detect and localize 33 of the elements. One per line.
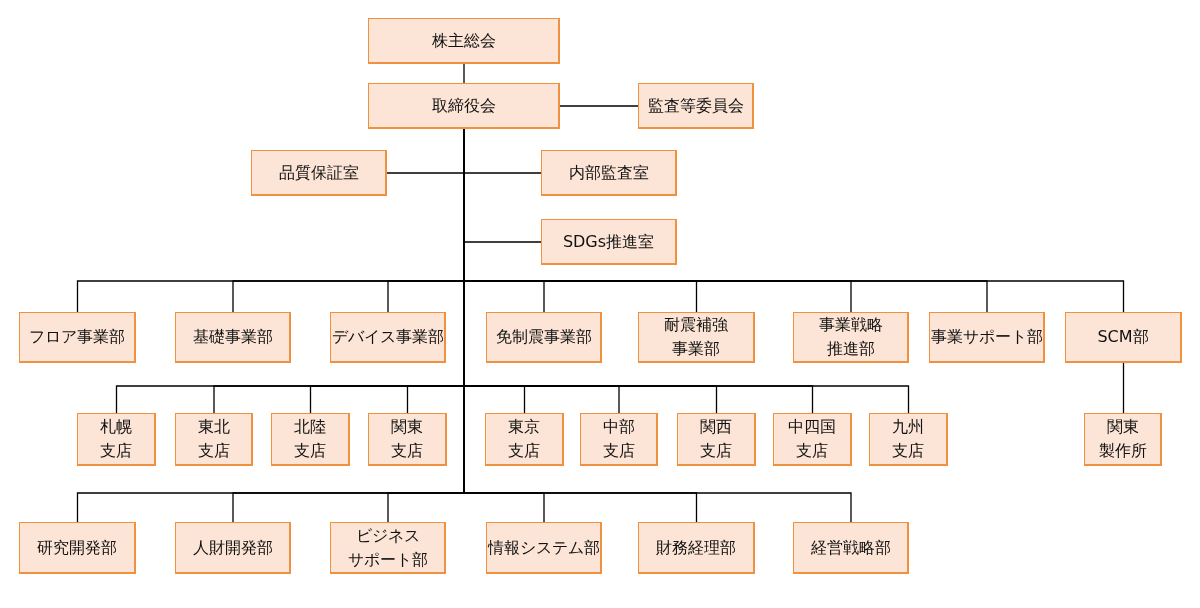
org-box: 事業サポート部	[929, 312, 1045, 363]
org-box: SCM部	[1065, 312, 1182, 363]
org-box: 株主総会	[368, 18, 560, 64]
org-box: デバイス事業部	[330, 312, 446, 363]
org-box: 北陸支店	[271, 413, 350, 466]
connector-line	[559, 105, 639, 107]
org-box: 監査等委員会	[638, 83, 754, 129]
org-box: ビジネスサポート部	[330, 522, 446, 574]
org-box: SDGs推進室	[541, 219, 677, 265]
org-box: 財務経理部	[638, 522, 755, 574]
org-box: 研究開発部	[19, 522, 136, 574]
org-box: 情報システム部	[486, 522, 602, 574]
org-box: 事業戦略推進部	[793, 312, 909, 363]
org-box: 中部支店	[580, 413, 658, 466]
org-box: 九州支店	[869, 413, 948, 466]
org-box: 経営戦略部	[793, 522, 909, 574]
org-box: 免制震事業部	[486, 312, 602, 363]
org-box: 関東製作所	[1084, 413, 1162, 466]
org-box: 東京支店	[485, 413, 564, 466]
org-box: 取締役会	[368, 83, 560, 129]
org-box: 札幌支店	[77, 413, 156, 466]
connector-line	[463, 63, 465, 84]
org-box: 東北支店	[175, 413, 253, 466]
org-box: 人財開発部	[175, 522, 291, 574]
org-box: 基礎事業部	[175, 312, 291, 363]
connector-line	[1122, 362, 1125, 414]
org-box: 関東支店	[368, 413, 447, 466]
org-box: 耐震補強事業部	[638, 312, 755, 363]
org-box: 内部監査室	[541, 150, 677, 196]
org-box: 中四国支店	[773, 413, 852, 466]
org-box: フロア事業部	[19, 312, 136, 363]
org-box: 品質保証室	[251, 150, 387, 196]
org-box: 関西支店	[677, 413, 756, 466]
